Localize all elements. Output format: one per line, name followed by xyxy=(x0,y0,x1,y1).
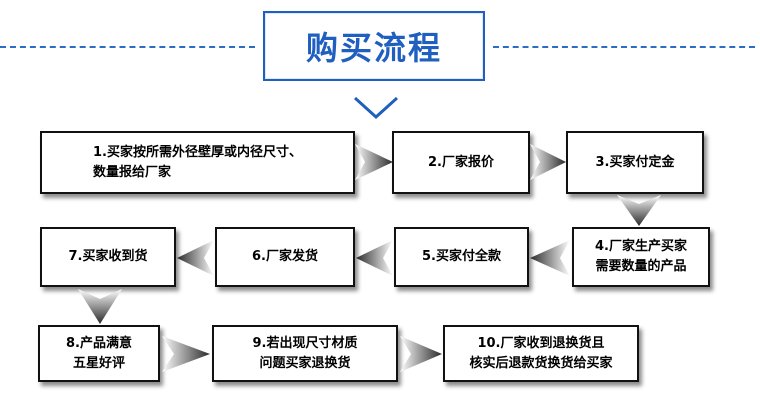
step-8-label: 8.产品满意 五星好评 xyxy=(66,335,132,371)
step-3-label: 3.买家付定金 xyxy=(595,154,675,170)
arrow-left-icon xyxy=(177,240,214,276)
arrow-right-icon xyxy=(530,144,566,180)
step-9-label: 9.若出现尺寸材质 问题买家退换货 xyxy=(252,335,358,371)
step-3-box: 3.买家付定金 xyxy=(566,131,704,194)
step-9-box: 9.若出现尺寸材质 问题买家退换货 xyxy=(212,325,398,382)
title-left-dashed-line xyxy=(0,46,255,48)
step-2-label: 2.厂家报价 xyxy=(428,154,494,170)
arrow-left-icon xyxy=(356,240,393,276)
step-7-box: 7.买家收到货 xyxy=(40,227,176,287)
step-1-label: 1.买家按所需外径壁厚或内径尺寸、 数量报给厂家 xyxy=(93,144,302,180)
page-title: 购买流程 xyxy=(305,29,442,67)
step-6-label: 6.厂家发货 xyxy=(252,249,318,264)
step-5-label: 5.买家付全款 xyxy=(422,249,501,264)
step-10-box: 10.厂家收到退换货且 核实后退款货换货给买家 xyxy=(443,325,639,382)
step-5-box: 5.买家付全款 xyxy=(394,227,529,287)
arrow-down-icon xyxy=(78,289,122,324)
step-4-label: 4.厂家生产买家 需要数量的产品 xyxy=(595,239,687,274)
step-8-box: 8.产品满意 五星好评 xyxy=(38,325,160,382)
step-7-label: 7.买家收到货 xyxy=(68,249,148,264)
chevron-down-icon xyxy=(353,96,399,120)
arrow-down-icon xyxy=(617,195,661,226)
arrow-left-icon xyxy=(530,240,570,276)
step-1-box: 1.买家按所需外径壁厚或内径尺寸、 数量报给厂家 xyxy=(40,131,355,194)
arrow-right-icon xyxy=(162,336,210,372)
title-box: 购买流程 xyxy=(263,11,485,81)
title-right-dashed-line xyxy=(493,46,755,48)
step-2-box: 2.厂家报价 xyxy=(392,131,530,194)
step-6-box: 6.厂家发货 xyxy=(215,227,355,287)
step-4-box: 4.厂家生产买家 需要数量的产品 xyxy=(572,227,710,287)
arrow-right-icon xyxy=(355,144,393,180)
step-10-label: 10.厂家收到退换货且 核实后退款货换货给买家 xyxy=(469,335,613,371)
arrow-right-icon xyxy=(400,336,442,372)
